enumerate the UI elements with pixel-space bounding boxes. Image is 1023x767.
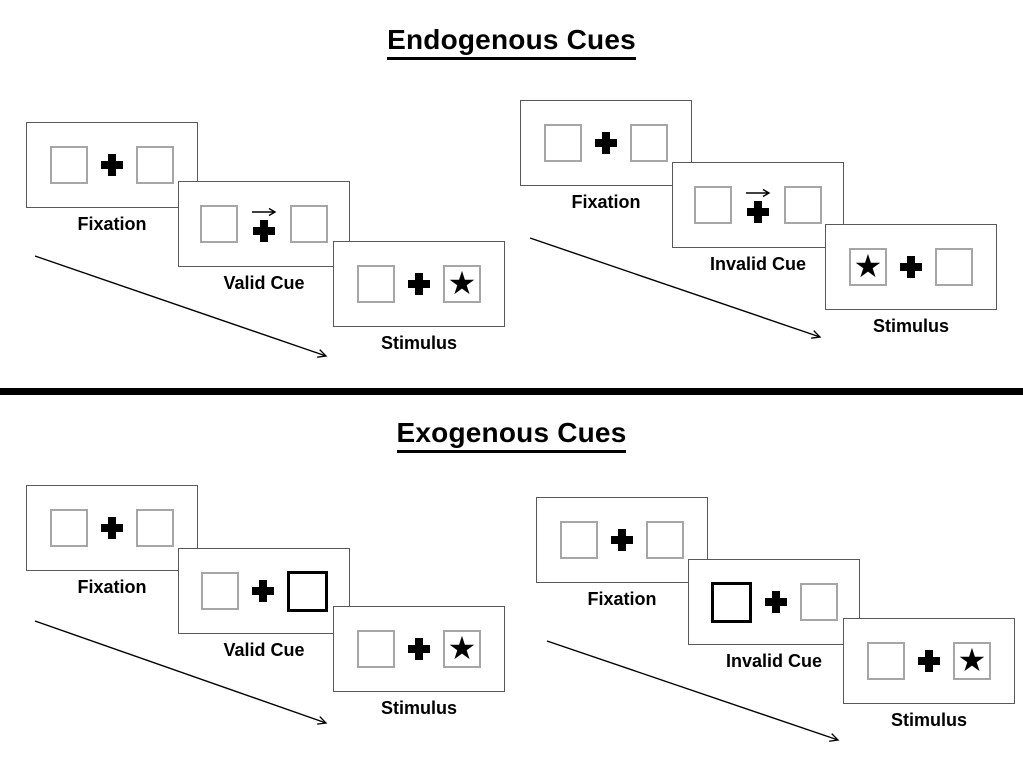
panel-endo-invalid-fixation: Fixation [520, 100, 692, 213]
timeline-arrow [34, 620, 328, 725]
right-box: ★ [953, 642, 991, 680]
fixation-cross-icon [595, 132, 617, 154]
section-divider [0, 388, 1023, 395]
fixation-cross-icon [408, 638, 430, 660]
panel-endo-invalid-cue: Invalid Cue [672, 162, 844, 275]
screen-card: ★ [825, 224, 997, 310]
cue-arrow-icon [746, 188, 771, 197]
cue-stack [251, 207, 277, 242]
left-box: ★ [849, 248, 887, 286]
screen-card [688, 559, 860, 645]
left-box [50, 509, 88, 547]
panel-exo-valid-fixation: Fixation [26, 485, 198, 598]
right-box [935, 248, 973, 286]
left-box [50, 146, 88, 184]
fixation-cross-icon [747, 200, 769, 223]
right-box [290, 205, 328, 243]
panel-label: Valid Cue [223, 273, 305, 293]
left-box [357, 265, 395, 303]
panel-label: Stimulus [890, 710, 967, 730]
left-box [200, 572, 239, 610]
right-box [136, 146, 174, 184]
fixation-cross-icon [611, 529, 633, 551]
right-box: ★ [443, 265, 481, 303]
star-icon: ★ [447, 265, 477, 301]
fixation-cross-icon [101, 154, 123, 176]
panel-label: Fixation [77, 214, 147, 234]
timeline-arrow [546, 640, 840, 742]
panel-label: Stimulus [872, 316, 949, 336]
star-icon: ★ [447, 630, 477, 666]
fixation-cross-icon [408, 273, 430, 295]
left-box [200, 205, 238, 243]
fixation-cross-icon [918, 650, 940, 672]
star-icon: ★ [957, 642, 987, 678]
panel-label: Fixation [587, 589, 657, 609]
fixation-cross-icon [253, 219, 275, 242]
screen-card [672, 162, 844, 248]
panel-endo-valid-cue: Valid Cue [178, 181, 350, 294]
panel-label: Fixation [77, 577, 147, 597]
screen-card: ★ [843, 618, 1015, 704]
panel-label: Valid Cue [223, 640, 305, 660]
screen-card [26, 485, 198, 571]
right-box [799, 583, 838, 621]
section-title-endogenous: Endogenous Cues [0, 24, 1023, 60]
right-box [784, 186, 822, 224]
panel-endo-invalid-stimulus: ★ Stimulus [825, 224, 997, 337]
screen-card [536, 497, 708, 583]
left-box [694, 186, 732, 224]
fixation-cross-icon [101, 517, 123, 539]
left-box [560, 521, 598, 559]
screen-card: ★ [333, 241, 505, 327]
left-box [357, 630, 395, 668]
right-box [136, 509, 174, 547]
screen-card: ★ [333, 606, 505, 692]
left-box [867, 642, 905, 680]
cue-arrow-icon [252, 207, 277, 216]
panel-exo-invalid-fixation: Fixation [536, 497, 708, 610]
panel-label: Stimulus [380, 333, 457, 353]
left-box-cued [710, 581, 752, 623]
left-box [544, 124, 582, 162]
panel-label: Fixation [571, 192, 641, 212]
fixation-cross-icon [251, 580, 274, 602]
panel-exo-valid-cue: Valid Cue [178, 548, 350, 661]
panel-label: Invalid Cue [725, 651, 823, 671]
timeline-arrow [34, 255, 328, 358]
panel-label: Stimulus [380, 698, 457, 718]
right-box [630, 124, 668, 162]
fixation-cross-icon [900, 256, 922, 278]
section-title-exogenous: Exogenous Cues [0, 417, 1023, 453]
right-box: ★ [443, 630, 481, 668]
panel-label: Invalid Cue [709, 254, 807, 274]
fixation-cross-icon [764, 591, 787, 613]
screen-card [520, 100, 692, 186]
right-box-cued [286, 570, 328, 612]
star-icon: ★ [853, 248, 883, 284]
screen-card [178, 548, 350, 634]
panel-exo-invalid-stimulus: ★ Stimulus [843, 618, 1015, 731]
panel-exo-valid-stimulus: ★ Stimulus [333, 606, 505, 719]
panel-endo-valid-fixation: Fixation [26, 122, 198, 235]
cue-stack [745, 188, 771, 223]
panel-endo-valid-stimulus: ★ Stimulus [333, 241, 505, 354]
screen-card [178, 181, 350, 267]
timeline-arrow [529, 237, 822, 339]
panel-exo-invalid-cue: Invalid Cue [688, 559, 860, 672]
screen-card [26, 122, 198, 208]
right-box [646, 521, 684, 559]
